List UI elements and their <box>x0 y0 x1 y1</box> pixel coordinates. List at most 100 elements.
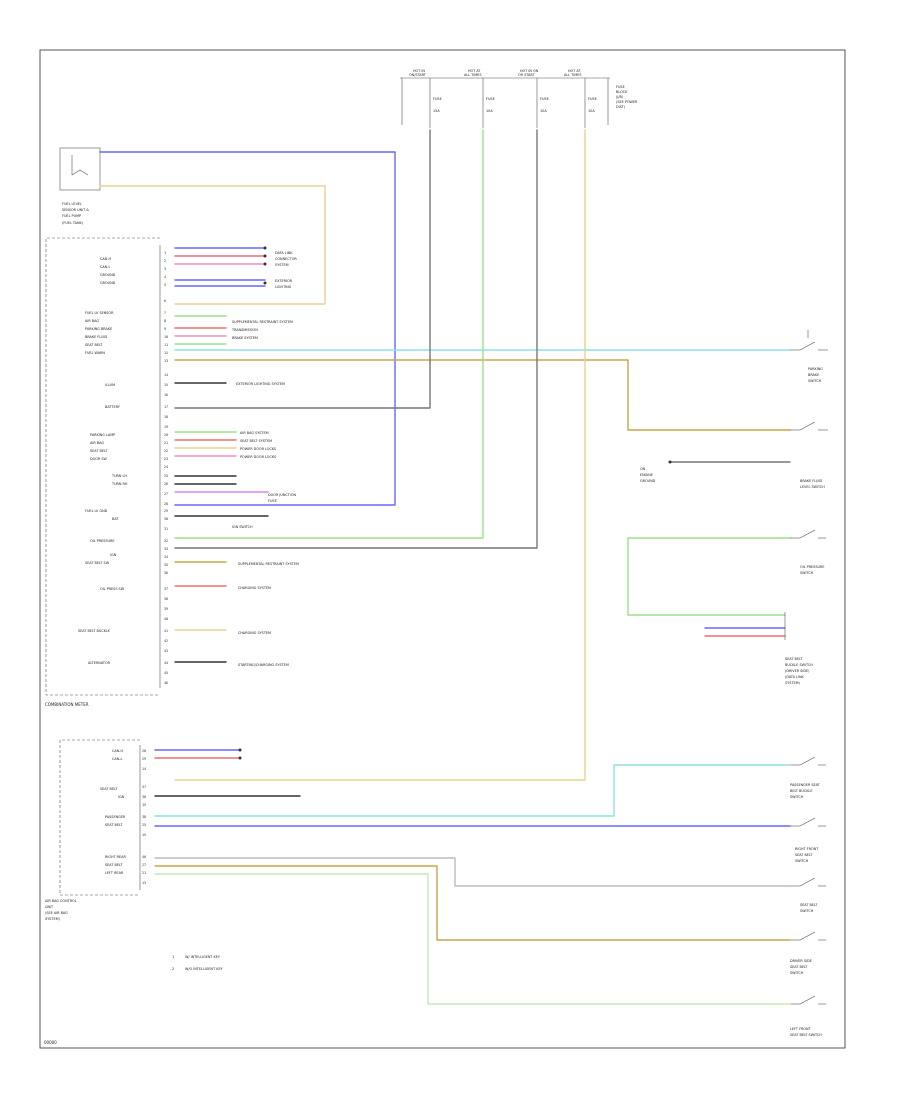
svg-text:27: 27 <box>164 492 168 496</box>
svg-text:11: 11 <box>164 343 168 347</box>
svg-text:10A: 10A <box>588 109 595 113</box>
svg-text:24: 24 <box>164 465 168 469</box>
svg-text:SEAT BELT: SEAT BELT <box>790 965 808 969</box>
svg-text:3: 3 <box>164 267 166 271</box>
right-front-seat-belt-switch: RIGHT FRONT SEAT BELT SWITCH <box>790 817 826 863</box>
svg-text:CAN-L: CAN-L <box>100 265 110 269</box>
svg-text:BUCKLE SWITCH: BUCKLE SWITCH <box>785 663 813 667</box>
svg-text:15: 15 <box>164 383 168 387</box>
svg-text:SUPPLEMENTAL RESTRAINT SYSTEM: SUPPLEMENTAL RESTRAINT SYSTEM <box>238 562 299 566</box>
driver-side-seat-belt-switch: DRIVER SIDE SEAT BELT SWITCH <box>790 931 826 975</box>
svg-text:26: 26 <box>164 482 168 486</box>
svg-text:LEFT REAR: LEFT REAR <box>105 871 124 875</box>
svg-text:17: 17 <box>164 405 168 409</box>
fuse-2: FUSE 10A <box>482 78 495 128</box>
svg-text:POWER DOOR LOCKS: POWER DOOR LOCKS <box>240 447 276 451</box>
svg-text:FUSE: FUSE <box>486 97 495 101</box>
svg-text:EXTERIOR LIGHTING SYSTEM: EXTERIOR LIGHTING SYSTEM <box>236 382 285 386</box>
svg-text:SEAT BELT SYSTEM: SEAT BELT SYSTEM <box>240 439 272 443</box>
svg-text:OIL PRESS SW: OIL PRESS SW <box>100 587 125 591</box>
feed-header-4a: HOT AT <box>568 69 581 73</box>
svg-text:AIR BAG: AIR BAG <box>90 441 104 445</box>
meter-left-labels: CAN-H CAN-L GROUND GROUND FUEL LV SENSOR… <box>78 257 128 665</box>
svg-text:45: 45 <box>164 671 168 675</box>
svg-text:46: 46 <box>164 681 168 685</box>
svg-text:FUEL LV GND: FUEL LV GND <box>85 509 108 513</box>
svg-text:FUSE: FUSE <box>588 97 597 101</box>
svg-text:10: 10 <box>164 335 168 339</box>
svg-text:29: 29 <box>164 509 168 513</box>
wire-purple-fuel <box>99 151 396 506</box>
legend: 1 W/ INTELLIGENT KEY 2 W/O INTELLIGENT K… <box>172 955 224 971</box>
svg-text:SEAT BELT: SEAT BELT <box>795 853 813 857</box>
right-side-components: PARKING BRAKE SWITCH BRAKE FLUID LEVEL S… <box>627 330 828 1037</box>
svg-text:SEAT BELT: SEAT BELT <box>105 863 123 867</box>
wire-yellow-fuse4 <box>174 129 586 781</box>
svg-text:21: 21 <box>164 441 168 445</box>
svg-text:SUPPLEMENTAL RESTRAINT SYSTEM: SUPPLEMENTAL RESTRAINT SYSTEM <box>232 320 293 324</box>
svg-text:SEAT BELT: SEAT BELT <box>85 343 103 347</box>
svg-text:16: 16 <box>164 393 168 397</box>
svg-text:FUSE: FUSE <box>616 85 625 89</box>
svg-text:GROUND: GROUND <box>100 273 116 277</box>
wire-gold-brake-fluid <box>174 359 791 431</box>
svg-text:SEAT BELT SW: SEAT BELT SW <box>85 561 110 565</box>
svg-text:SEAT BELT BUCKLE: SEAT BELT BUCKLE <box>78 629 110 633</box>
svg-text:ALTERNATOR: ALTERNATOR <box>88 661 111 665</box>
fuse-1: FUSE 15A <box>429 78 442 128</box>
svg-text:PASSENGER SEAT: PASSENGER SEAT <box>790 783 821 787</box>
svg-text:ILLUM: ILLUM <box>105 383 115 387</box>
svg-text:IGN: IGN <box>118 795 125 799</box>
svg-text:PARKING LAMP: PARKING LAMP <box>90 433 115 437</box>
oil-pressure-switch: OIL PRESSURE SWITCH <box>627 529 826 616</box>
svg-text:BELT BUCKLE: BELT BUCKLE <box>790 789 812 793</box>
svg-text:SEAT BELT: SEAT BELT <box>100 787 118 791</box>
svg-text:5: 5 <box>164 283 166 287</box>
parking-brake-switch: PARKING BRAKE SWITCH <box>790 330 828 383</box>
seat-belt-switch: SEAT BELT SWITCH <box>790 877 826 913</box>
svg-text:41: 41 <box>164 629 168 633</box>
wire-green-fuse2 <box>174 129 484 539</box>
svg-text:25: 25 <box>164 474 168 478</box>
feed-header-4b: ALL TIMES <box>564 73 581 77</box>
air-bag-control-unit: AIR BAG CONTROL UNIT (SEE AIR BAG SYSTEM… <box>45 739 146 921</box>
svg-text:23: 23 <box>164 457 168 461</box>
svg-text:(FUEL TANK): (FUEL TANK) <box>62 221 84 225</box>
feed-header-3a: HOT IN ON <box>520 69 539 73</box>
combination-meter-label: COMBINATION METER <box>45 702 89 707</box>
svg-text:37: 37 <box>142 785 146 789</box>
svg-text:SWITCH: SWITCH <box>790 971 804 975</box>
svg-text:DIST): DIST) <box>616 105 626 109</box>
svg-text:FUSE: FUSE <box>433 97 442 101</box>
wire-tan-fuel <box>99 185 326 305</box>
svg-text:PARKING BRAKE: PARKING BRAKE <box>85 327 112 331</box>
svg-text:42: 42 <box>164 639 168 643</box>
svg-text:DOOR SW: DOOR SW <box>90 457 108 461</box>
svg-text:15A: 15A <box>433 109 440 113</box>
svg-text:W/ INTELLIGENT KEY: W/ INTELLIGENT KEY <box>185 955 221 959</box>
svg-text:POWER DOOR LOCKS: POWER DOOR LOCKS <box>240 455 276 459</box>
svg-text:ON: ON <box>640 467 646 471</box>
svg-text:CAN-H: CAN-H <box>112 749 123 753</box>
svg-text:15: 15 <box>142 833 146 837</box>
svg-text:1: 1 <box>172 955 174 959</box>
feed-header-1b: ON/START <box>409 73 427 77</box>
svg-text:37: 37 <box>164 587 168 591</box>
svg-text:(DRIVER SIDE): (DRIVER SIDE) <box>785 669 810 673</box>
svg-text:LEFT FRONT: LEFT FRONT <box>790 1027 812 1031</box>
feed-header-3b: OR START <box>518 73 535 77</box>
svg-text:32: 32 <box>164 539 168 543</box>
svg-text:RIGHT FRONT: RIGHT FRONT <box>795 847 819 851</box>
feed-header-2b: ALL TIMES <box>464 73 481 77</box>
combination-meter: COMBINATION METER CAN-H CAN-L GROUND GRO… <box>45 237 299 707</box>
svg-text:PASSENGER: PASSENGER <box>105 815 126 819</box>
svg-text:SYSTEM): SYSTEM) <box>45 917 61 921</box>
svg-text:ENGINE: ENGINE <box>640 473 653 477</box>
svg-text:AIR BAG CONTROL: AIR BAG CONTROL <box>45 899 77 903</box>
svg-text:SWITCH: SWITCH <box>790 795 804 799</box>
svg-text:35: 35 <box>164 563 168 567</box>
svg-text:19: 19 <box>164 425 168 429</box>
svg-text:10A: 10A <box>486 109 493 113</box>
svg-text:BRAKE SYSTEM: BRAKE SYSTEM <box>232 336 258 340</box>
svg-text:15: 15 <box>142 803 146 807</box>
